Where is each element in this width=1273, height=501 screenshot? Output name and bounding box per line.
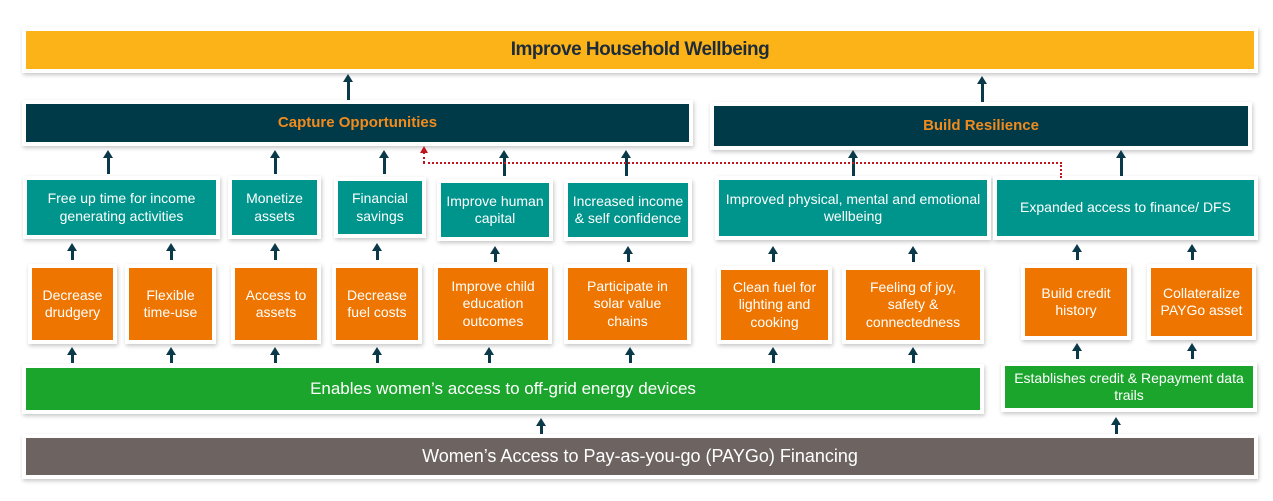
arrow-up-icon bbox=[1072, 244, 1082, 260]
arrow-up-icon bbox=[490, 246, 500, 262]
arrow-up-icon bbox=[379, 150, 389, 174]
goal-improve-household-wellbeing: Improve Household Wellbeing bbox=[26, 31, 1254, 69]
arrow-up-icon bbox=[908, 246, 918, 262]
arrow-up-icon bbox=[166, 347, 176, 363]
arrow-up-icon bbox=[908, 347, 918, 363]
arrow-up-icon bbox=[1187, 244, 1197, 260]
driver-build-credit-history: Build credit history bbox=[1025, 268, 1127, 336]
arrow-up-icon bbox=[270, 150, 280, 174]
arrow-up-icon bbox=[67, 243, 77, 260]
arrow-up-icon bbox=[623, 246, 633, 262]
enabler-off-grid-energy: Enables women’s access to off-grid energ… bbox=[26, 368, 980, 410]
arrow-up-icon bbox=[67, 347, 77, 363]
outcome-expanded-access-finance: Expanded access to finance/ DFS bbox=[997, 180, 1254, 236]
arrow-up-icon bbox=[1116, 150, 1126, 176]
arrow-up-icon bbox=[621, 150, 631, 176]
driver-clean-fuel: Clean fuel for lighting and cooking bbox=[721, 270, 828, 340]
arrow-up-icon bbox=[848, 150, 858, 176]
driver-decrease-drudgery: Decrease drudgery bbox=[32, 268, 113, 340]
pillar-capture-opportunities: Capture Opportunities bbox=[26, 104, 689, 142]
driver-solar-value-chains: Participate in solar value chains bbox=[568, 268, 687, 340]
arrow-up-icon bbox=[166, 243, 176, 260]
arrow-up-icon bbox=[768, 347, 778, 363]
arrow-up-icon bbox=[270, 347, 280, 363]
arrow-up-icon bbox=[625, 347, 635, 363]
driver-collateralize-paygo: Collateralize PAYGo asset bbox=[1151, 268, 1252, 336]
enabler-credit-data-trails: Establishes credit & Repayment data trai… bbox=[1005, 366, 1253, 408]
arrow-up-icon bbox=[499, 150, 509, 176]
outcome-monetize-assets: Monetize assets bbox=[232, 180, 317, 235]
feedback-link-line bbox=[1060, 162, 1062, 178]
arrow-up-icon bbox=[372, 347, 382, 363]
driver-flexible-time-use: Flexible time-use bbox=[129, 268, 212, 340]
arrow-up-icon bbox=[1187, 343, 1197, 359]
feedback-arrow-icon bbox=[420, 146, 428, 153]
driver-improve-child-education: Improve child education outcomes bbox=[438, 268, 548, 340]
driver-decrease-fuel-costs: Decrease fuel costs bbox=[336, 268, 418, 340]
outcome-increased-income: Increased income & self confidence bbox=[568, 183, 688, 237]
arrow-up-icon bbox=[484, 347, 494, 363]
arrow-up-icon bbox=[1111, 417, 1121, 434]
arrow-up-icon bbox=[270, 243, 280, 260]
arrow-up-icon bbox=[343, 74, 353, 100]
arrow-up-icon bbox=[977, 76, 987, 102]
arrow-up-icon bbox=[372, 243, 382, 260]
outcome-financial-savings: Financial savings bbox=[338, 181, 422, 234]
arrow-up-icon bbox=[536, 418, 546, 434]
driver-feeling-of-joy: Feeling of joy, safety & connectedness bbox=[846, 270, 980, 340]
feedback-link-line bbox=[423, 152, 425, 163]
outcome-improve-human-capital: Improve human capital bbox=[441, 183, 549, 237]
outcome-free-up-time: Free up time for income generating activ… bbox=[27, 180, 216, 235]
arrow-up-icon bbox=[1072, 343, 1082, 359]
arrow-up-icon bbox=[103, 150, 113, 174]
foundation-paygo-financing: Women’s Access to Pay-as-you-go (PAYGo) … bbox=[26, 438, 1254, 475]
arrow-up-icon bbox=[768, 246, 778, 262]
outcome-improved-wellbeing: Improved physical, mental and emotional … bbox=[719, 180, 987, 236]
driver-access-to-assets: Access to assets bbox=[235, 268, 317, 340]
feedback-link-line bbox=[423, 162, 1062, 164]
pillar-build-resilience: Build Resilience bbox=[714, 106, 1248, 146]
